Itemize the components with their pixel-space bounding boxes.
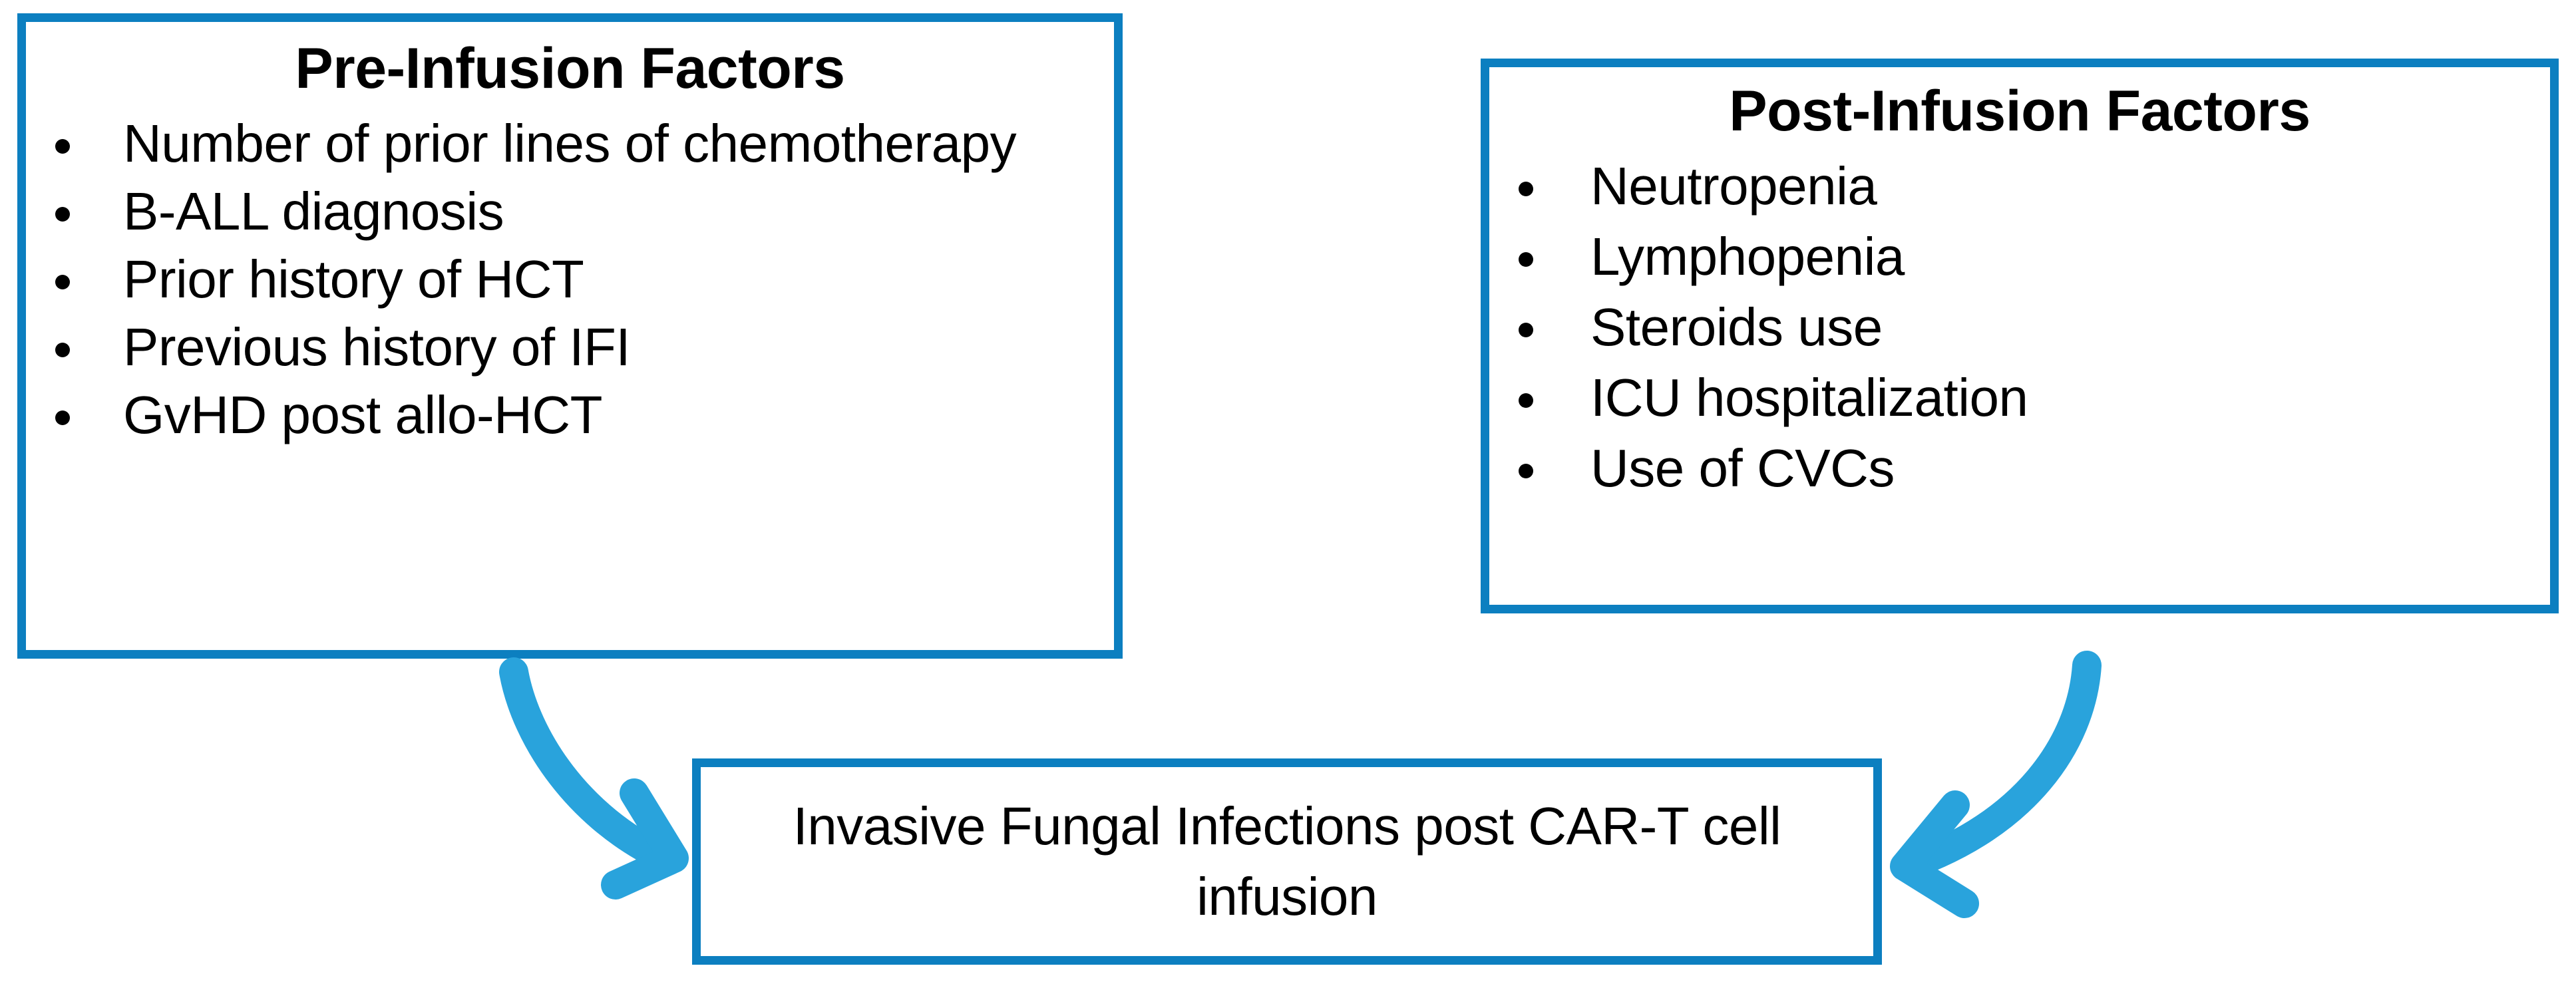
bullet-icon [1519,182,1533,196]
pre-infusion-factors-box: Pre-Infusion Factors Number of prior lin… [17,13,1123,659]
post-infusion-factors-box: Post-Infusion Factors Neutropenia Lympho… [1481,59,2559,613]
list-item: B-ALL diagnosis [41,178,1114,246]
list-item: Neutropenia [1504,151,2550,222]
bullet-icon [55,207,70,222]
list-item-label: Number of prior lines of chemotherapy [123,114,1017,173]
bullet-icon [1519,252,1533,267]
post-infusion-factor-list: Neutropenia Lymphopenia Steroids use ICU… [1504,151,2550,504]
list-item-label: Steroids use [1590,297,1883,357]
list-item-label: Use of CVCs [1590,438,1895,498]
list-item-label: ICU hospitalization [1590,368,2028,427]
bullet-icon [1519,323,1533,337]
arrow-post-to-outcome-icon [1890,651,2102,918]
bullet-icon [55,139,70,154]
list-item-label: GvHD post allo-HCT [123,385,603,444]
post-infusion-title: Post-Infusion Factors [1729,79,2310,143]
bullet-icon [1519,464,1533,478]
pre-infusion-title: Pre-Infusion Factors [295,37,845,100]
list-item-label: Lymphopenia [1590,227,1905,286]
bullet-icon [55,410,70,425]
bullet-icon [1519,393,1533,408]
list-item: Steroids use [1504,292,2550,363]
bullet-icon [55,275,70,289]
list-item: Number of prior lines of chemotherapy [41,110,1114,178]
bullet-icon [55,343,70,357]
outcome-box: Invasive Fungal Infections post CAR-T ce… [692,758,1882,965]
list-item: ICU hospitalization [1504,363,2550,433]
list-item-label: Neutropenia [1590,156,1877,216]
list-item-label: Previous history of IFI [123,317,631,377]
arrow-pre-to-outcome-icon [499,657,689,900]
list-item-label: B-ALL diagnosis [123,182,504,241]
list-item: Lymphopenia [1504,222,2550,292]
pre-infusion-factor-list: Number of prior lines of chemotherapy B-… [41,110,1114,449]
list-item: Previous history of IFI [41,313,1114,381]
list-item: Use of CVCs [1504,433,2550,504]
list-item: GvHD post allo-HCT [41,381,1114,449]
list-item-label: Prior history of HCT [123,249,584,309]
outcome-label: Invasive Fungal Infections post CAR-T ce… [793,796,1781,926]
list-item: Prior history of HCT [41,246,1114,313]
